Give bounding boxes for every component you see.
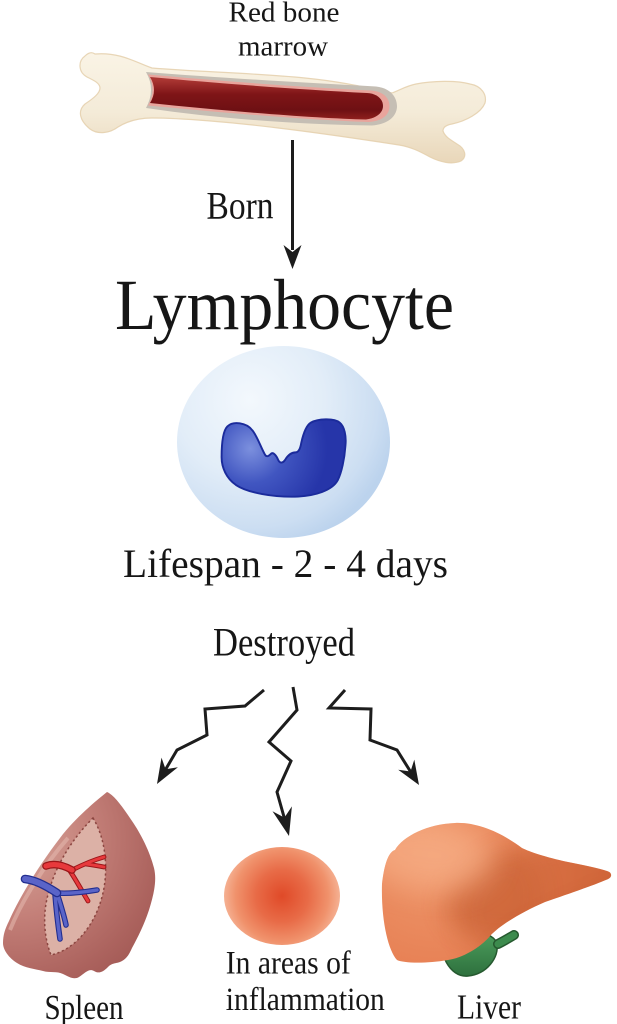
svg-text:Liver: Liver xyxy=(457,988,521,1024)
svg-text:marrow: marrow xyxy=(238,31,328,63)
svg-text:Lymphocyte: Lymphocyte xyxy=(115,265,454,345)
svg-text:Spleen: Spleen xyxy=(45,988,124,1024)
svg-text:Lifespan - 2 - 4 days: Lifespan - 2 - 4 days xyxy=(123,541,448,586)
svg-text:Born: Born xyxy=(207,185,274,228)
svg-text:In areas of: In areas of xyxy=(226,946,351,982)
svg-text:Destroyed: Destroyed xyxy=(213,620,355,665)
svg-text:inflammation: inflammation xyxy=(226,982,385,1018)
svg-text:Red bone: Red bone xyxy=(229,0,340,29)
